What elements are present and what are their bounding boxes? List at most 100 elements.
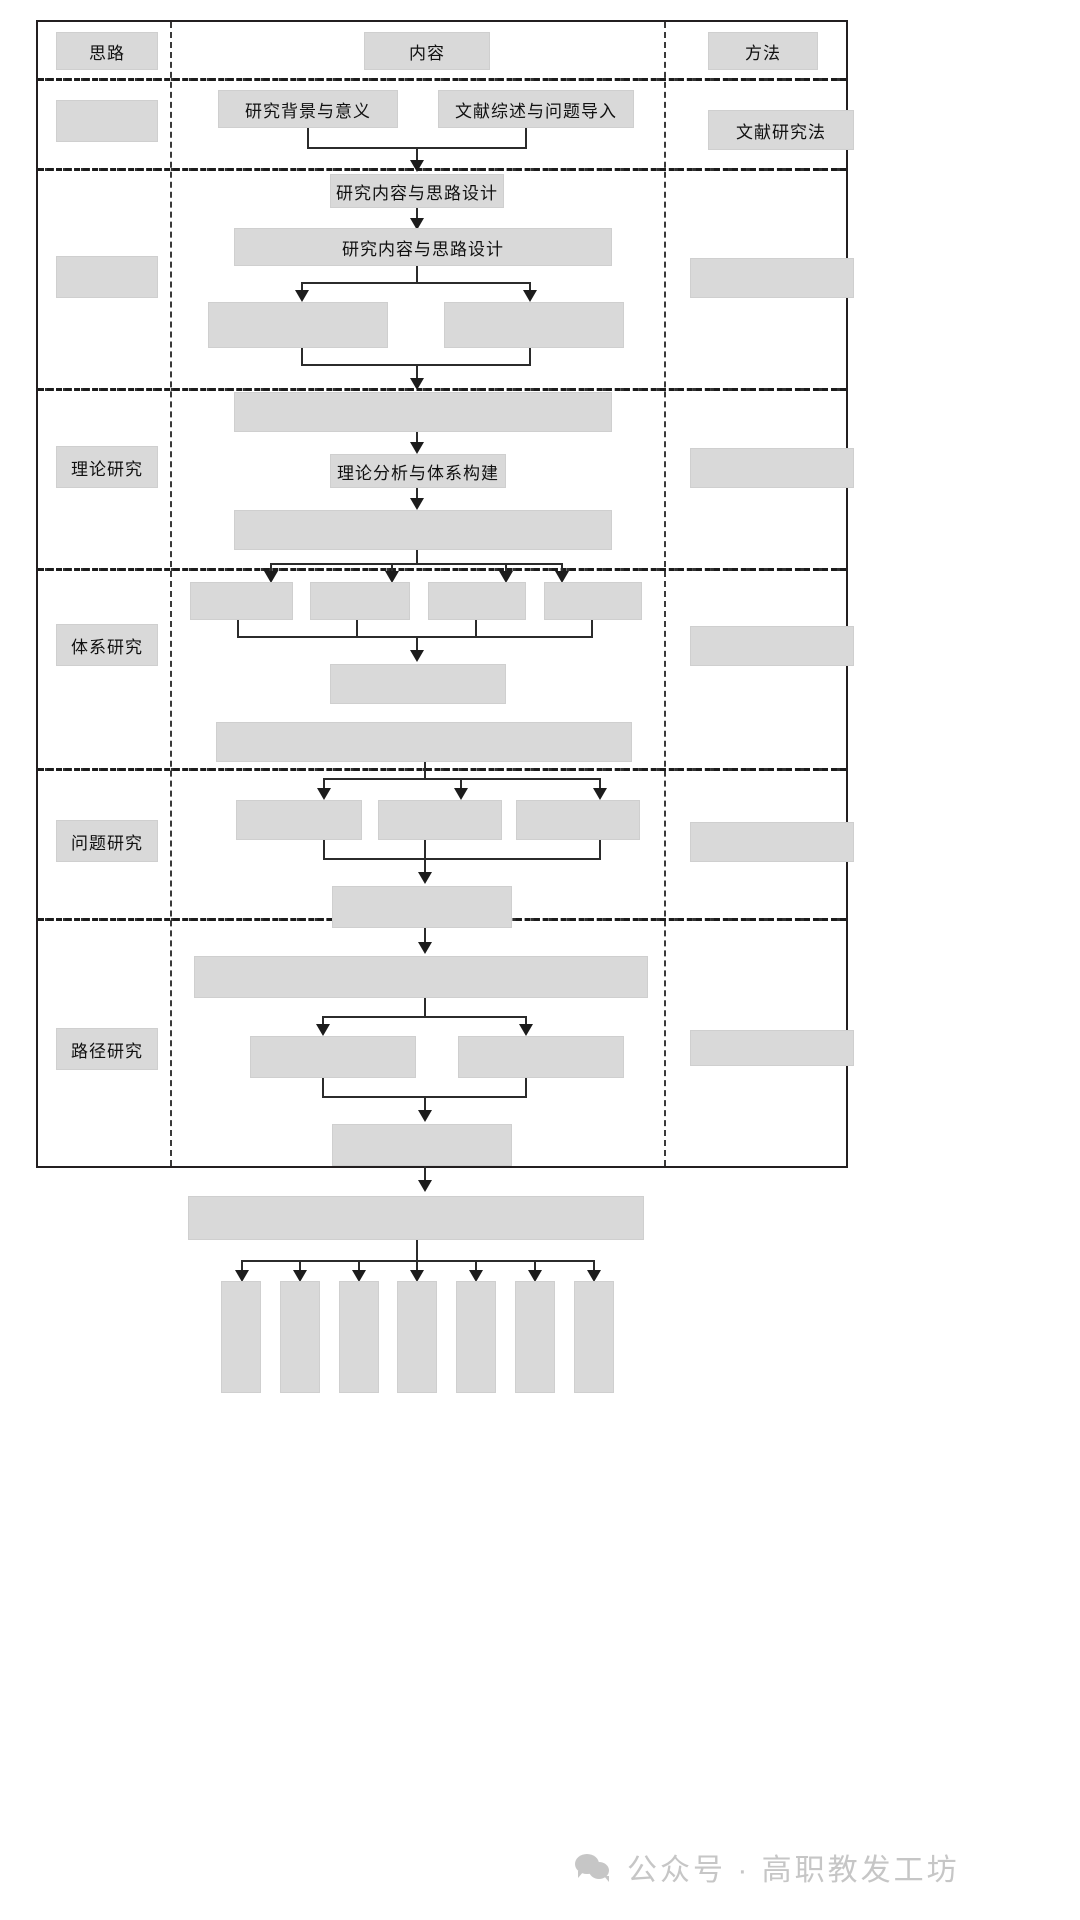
node-theory-leaf-3 — [428, 582, 526, 620]
method-label-2 — [690, 258, 854, 298]
node-research-background: 研究背景与意义 — [218, 90, 398, 128]
arrow-system-b1 — [317, 788, 331, 800]
connector-v-theory-leaf3-down — [475, 620, 477, 638]
connector-v-path-b2 — [299, 1260, 301, 1274]
arrow-path-b2 — [293, 1270, 307, 1282]
node-problem-head — [194, 956, 648, 998]
connector-v-background-down — [307, 128, 309, 148]
connector-v-design-small-down — [416, 208, 418, 222]
connector-v-problem-b2 — [525, 1016, 527, 1028]
connector-v-problem-b1 — [322, 1016, 324, 1028]
arrow-system-merge — [418, 872, 432, 884]
connector-v-theory-leaf2-down — [356, 620, 358, 638]
connector-h-system-merge — [323, 858, 601, 860]
connector-v-problem-merge-down — [424, 1096, 426, 1114]
column-header-method: 方法 — [708, 32, 818, 70]
arrow-path-b5 — [469, 1270, 483, 1282]
method-label-4 — [690, 626, 854, 666]
method-label-6 — [690, 1030, 854, 1066]
arrow-theory-b4 — [555, 571, 569, 583]
connector-v-review-down — [525, 128, 527, 148]
connector-v-theory-b2 — [391, 563, 393, 575]
arrow-problem-b1 — [316, 1024, 330, 1036]
connector-v-system-b1 — [323, 778, 325, 792]
connector-v-theory-b1 — [270, 563, 272, 575]
node-theory-summary — [330, 664, 506, 704]
node-path-leaf-7 — [574, 1281, 614, 1393]
node-system-leaf-1 — [236, 800, 362, 840]
node-design-wide: 研究内容与思路设计 — [234, 228, 612, 266]
arrow-theory-merge — [410, 650, 424, 662]
connector-v-band1-right-down — [529, 348, 531, 366]
column-separator-left — [170, 22, 172, 1166]
band-separator-2 — [38, 388, 846, 391]
connector-v-theory-build-down — [416, 488, 418, 502]
method-label-5 — [690, 822, 854, 862]
node-system-head — [216, 722, 632, 762]
node-band1-left — [208, 302, 388, 348]
band-separator-1 — [38, 168, 846, 171]
node-path-leaf-2 — [280, 1281, 320, 1393]
connector-h-system-split — [323, 778, 601, 780]
arrow-problem-to-path — [418, 1180, 432, 1192]
node-band1-summary — [234, 392, 612, 432]
arrow-system-b2 — [454, 788, 468, 800]
node-design-small: 研究内容与思路设计 — [330, 174, 504, 208]
node-path-leaf-6 — [515, 1281, 555, 1393]
arrow-band1-merge — [410, 378, 424, 390]
node-system-leaf-2 — [378, 800, 502, 840]
connector-v-split-right — [529, 282, 531, 294]
node-system-leaf-3 — [516, 800, 640, 840]
node-path-leaf-5 — [456, 1281, 496, 1393]
wechat-icon — [575, 1852, 615, 1882]
arrow-to-theory-build — [410, 442, 424, 454]
connector-v-theory-b4 — [561, 563, 563, 575]
node-theory-leaf-1 — [190, 582, 293, 620]
connector-v-band1-merge-down — [416, 364, 418, 382]
node-band1-right — [444, 302, 624, 348]
arrow-theory-b3 — [499, 571, 513, 583]
connector-v-path-b5 — [475, 1260, 477, 1274]
node-problem-leaf-2 — [458, 1036, 624, 1078]
column-separator-right — [664, 22, 666, 1166]
arrow-design-small-to-wide — [410, 218, 424, 230]
connector-v-path-head-down — [416, 1240, 418, 1262]
connector-v-design-wide-down — [416, 266, 418, 284]
approach-label-system: 体系研究 — [56, 624, 158, 666]
node-problem-summary — [332, 1124, 512, 1166]
connector-v-to-theory-build — [416, 432, 418, 446]
connector-v-problem-summary-down — [424, 1166, 426, 1186]
arrow-theory-b1 — [264, 571, 278, 583]
connector-v-path-b7 — [593, 1260, 595, 1274]
connector-v-problem-head-down — [424, 998, 426, 1018]
connector-v-system-summary-down — [424, 928, 426, 946]
approach-label-problem: 问题研究 — [56, 820, 158, 862]
connector-h-theory-split — [270, 563, 562, 565]
arrow-theory-build-down — [410, 498, 424, 510]
watermark-text: 公众号 · 高职教发工坊 — [627, 1854, 960, 1887]
node-path-leaf-3 — [339, 1281, 379, 1393]
connector-v-system-merge-down — [424, 840, 426, 876]
arrow-path-b7 — [587, 1270, 601, 1282]
column-header-approach: 思路 — [56, 32, 158, 70]
node-problem-leaf-1 — [250, 1036, 416, 1078]
node-theory-build: 理论分析与体系构建 — [330, 454, 506, 488]
connector-v-system-leaf3-down — [599, 840, 601, 860]
arrow-system-to-problem — [418, 942, 432, 954]
connector-v-intro-to-design — [416, 147, 418, 165]
connector-v-system-b3 — [599, 778, 601, 792]
connector-v-theory-leaf4-down — [591, 620, 593, 638]
band-separator-4 — [38, 768, 846, 771]
node-path-leaf-1 — [221, 1281, 261, 1393]
node-theory-leaf-4 — [544, 582, 642, 620]
node-path-head — [188, 1196, 644, 1240]
node-system-summary — [332, 886, 512, 928]
arrow-theory-b2 — [385, 571, 399, 583]
approach-label-band0 — [56, 100, 158, 142]
arrow-problem-merge — [418, 1110, 432, 1122]
connector-v-path-b3 — [358, 1260, 360, 1274]
arrow-path-b6 — [528, 1270, 542, 1282]
arrow-intro-to-design — [410, 160, 424, 172]
node-theory-head — [234, 510, 612, 550]
column-header-content: 内容 — [364, 32, 490, 70]
